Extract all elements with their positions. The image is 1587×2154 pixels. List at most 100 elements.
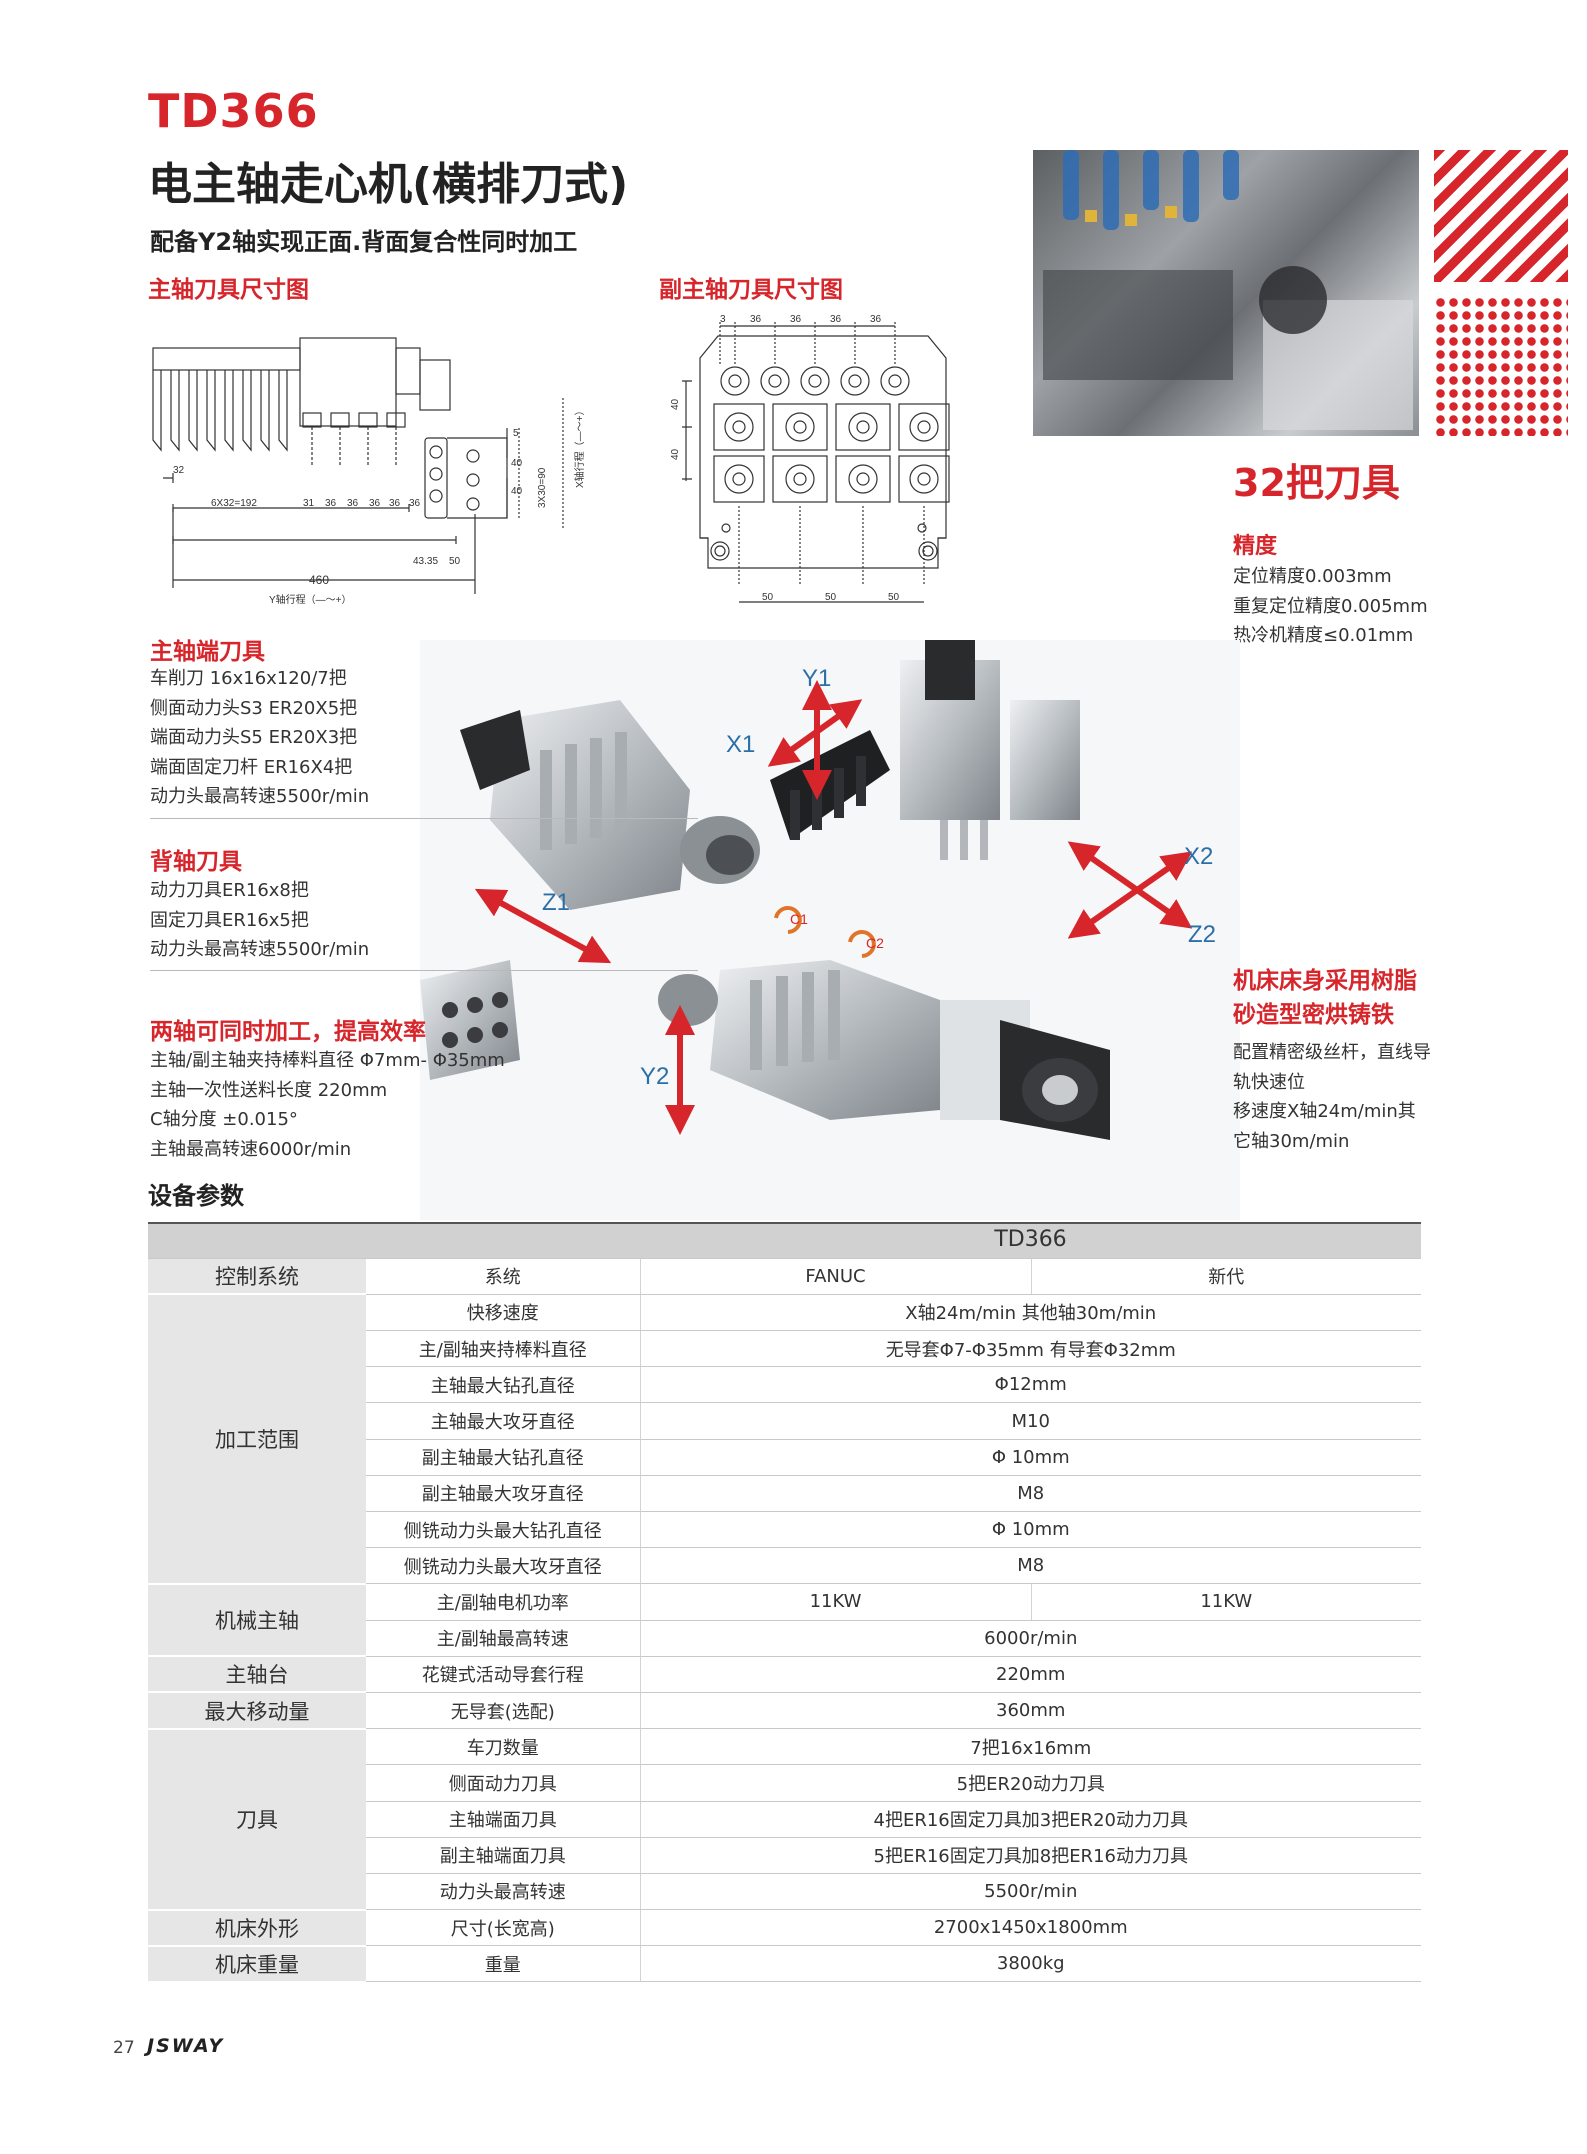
precision-item: 热冷机精度≤0.01mm [1233, 625, 1414, 646]
dim-40a: 40 [511, 458, 523, 469]
axis-c1-label: C1 [790, 911, 808, 927]
section-divider [150, 818, 698, 819]
table-row: 机械主轴 主/副轴电机功率 11KW 11KW [148, 1583, 1421, 1658]
table-row: 主/副轴夹持棒料直径 无导套Φ7-Φ35mm 有导套Φ32mm [148, 1330, 1421, 1368]
value-cell: 11KW [1031, 1583, 1421, 1621]
sub-spindle-unit [658, 960, 1110, 1140]
sub-dim-50b: 50 [825, 592, 837, 603]
sub-spindle-drawing-title: 副主轴刀具尺寸图 [659, 277, 843, 303]
param-cell: 无导套(选配) [366, 1692, 641, 1730]
param-cell: 副主轴端面刀具 [366, 1837, 641, 1874]
main-tool-item: 端面动力头S5 ER20X3把 [150, 727, 358, 748]
dim-192: 6X32=192 [211, 498, 257, 509]
category-cell: 加工范围 [148, 1294, 366, 1585]
back-tool-block [420, 960, 520, 1080]
dim-31: 31 [303, 498, 315, 509]
tool-count-heading: 32把刀具 [1233, 461, 1400, 505]
dim-32: 32 [173, 465, 185, 476]
category-cell: 机床外形 [148, 1909, 366, 1947]
main-tool-item: 车削刀 16x16x120/7把 [150, 668, 347, 689]
param-cell: 侧面动力刀具 [366, 1764, 641, 1802]
precision-item: 定位精度0.003mm [1233, 566, 1392, 587]
category-cell: 最大移动量 [148, 1692, 366, 1730]
sub-dim-3: 3 [720, 314, 726, 325]
dim-43-35: 43.35 [413, 556, 438, 567]
table-row: 副主轴端面刀具 5把ER16固定刀具加8把ER16动力刀具 [148, 1837, 1421, 1874]
page-number: 27 [113, 2038, 135, 2058]
bed-list: 配置精密级丝杆，直线导 轨快速位 移速度X轴24m/min其 它轴30m/min [1233, 1038, 1431, 1156]
bed-item: 配置精密级丝杆，直线导 [1233, 1042, 1431, 1063]
param-cell: 副主轴最大攻牙直径 [366, 1475, 641, 1513]
value-cell: 360mm [640, 1692, 1421, 1730]
main-spindle-unit [460, 700, 760, 910]
value-cell: 4把ER16固定刀具加3把ER20动力刀具 [640, 1801, 1421, 1838]
sub-dim-36c: 36 [830, 314, 842, 325]
value-cell: X轴24m/min 其他轴30m/min [640, 1294, 1421, 1332]
dual-axis-list: 主轴/副主轴夹持棒料直径 Φ7mm- Φ35mm 主轴一次性送料长度 220mm… [150, 1046, 505, 1164]
table-model-header: TD366 [640, 1222, 1421, 1259]
param-cell: 主/副轴电机功率 [366, 1583, 641, 1621]
main-tools-list: 车削刀 16x16x120/7把 侧面动力头S3 ER20X5把 端面动力头S5… [150, 664, 369, 812]
main-spindle-drawing-title: 主轴刀具尺寸图 [148, 277, 309, 303]
table-row: 最大移动量 无导套(选配) 360mm [148, 1692, 1421, 1730]
param-cell: 主轴端面刀具 [366, 1801, 641, 1838]
product-name: 电主轴走心机(横排刀式) [148, 159, 629, 210]
value-cell: 220mm [640, 1656, 1421, 1693]
back-tools-list: 动力刀具ER16x8把 固定刀具ER16x5把 动力头最高转速5500r/min [150, 876, 369, 965]
table-row: 侧铣动力头最大攻牙直径 M8 [148, 1547, 1421, 1585]
bed-item: 它轴30m/min [1233, 1130, 1350, 1152]
table-row: 动力头最高转速 5500r/min [148, 1873, 1421, 1911]
param-cell: 快移速度 [366, 1294, 641, 1332]
param-cell: 花键式活动导套行程 [366, 1656, 641, 1693]
back-tool-item: 动力刀具ER16x8把 [150, 880, 309, 901]
axis-z2-label: Z2 [1188, 921, 1216, 948]
main-tool-item: 侧面动力头S3 ER20X5把 [150, 697, 358, 719]
main-spindle-tool-drawing: 32 6X32=192 31 36 36 36 36 36 43.35 50 4… [152, 337, 586, 606]
dim-5: 5 [513, 428, 519, 439]
table-row: 主/副轴最高转速 6000r/min [148, 1620, 1421, 1657]
table-row: 控制系统 系统 FANUC 新代 [148, 1258, 1421, 1296]
sub-dim-50a: 50 [762, 592, 774, 603]
category-cell: 机械主轴 [148, 1583, 366, 1658]
value-cell: Φ 10mm [640, 1511, 1421, 1549]
param-cell: 侧铣动力头最大钻孔直径 [366, 1511, 641, 1549]
precision-list: 定位精度0.003mm 重复定位精度0.005mm 热冷机精度≤0.01mm [1233, 562, 1428, 651]
param-cell: 主轴最大钻孔直径 [366, 1366, 641, 1404]
value-cell: M8 [640, 1475, 1421, 1513]
value-cell: 2700x1450x1800mm [640, 1909, 1421, 1947]
brand-logo: JSWAY [147, 2035, 225, 2057]
section-divider [150, 970, 698, 971]
axis-c2-label: C2 [866, 935, 884, 951]
value-cell: 无导套Φ7-Φ35mm 有导套Φ32mm [640, 1330, 1421, 1368]
table-top-rule [148, 1222, 1421, 1224]
table-row: 主轴端面刀具 4把ER16固定刀具加3把ER20动力刀具 [148, 1801, 1421, 1838]
param-cell: 系统 [366, 1258, 641, 1295]
table-row: 机床外形 尺寸(长宽高) 2700x1450x1800mm [148, 1909, 1421, 1947]
table-row: 侧铣动力头最大钻孔直径 Φ 10mm [148, 1511, 1421, 1549]
axis-y1-label: Y1 [802, 665, 831, 692]
dim-50: 50 [449, 556, 461, 567]
category-cell: 刀具 [148, 1728, 366, 1911]
sub-dim-36b: 36 [790, 314, 802, 325]
model-number: TD366 [148, 84, 319, 138]
category-cell: 控制系统 [148, 1258, 366, 1296]
back-tools-title: 背轴刀具 [150, 849, 242, 875]
value-cell: Φ 10mm [640, 1439, 1421, 1476]
main-tool-item: 端面固定刀杆 ER16X4把 [150, 756, 353, 778]
x-travel-label: X轴行程（—～+） [573, 405, 586, 488]
axis-x2-label: X2 [1184, 843, 1213, 870]
param-cell: 主/副轴夹持棒料直径 [366, 1330, 641, 1368]
dim-460: 460 [309, 573, 329, 587]
table-row: 主轴最大钻孔直径 Φ12mm [148, 1366, 1421, 1404]
table-row: 副主轴最大钻孔直径 Φ 10mm [148, 1439, 1421, 1476]
back-tool-item: 动力头最高转速5500r/min [150, 939, 370, 960]
value-cell: 5把ER16固定刀具加8把ER16动力刀具 [640, 1837, 1421, 1874]
param-cell: 侧铣动力头最大攻牙直径 [366, 1547, 641, 1585]
dual-axis-item: C轴分度 ±0.015° [150, 1109, 298, 1130]
main-tools-title: 主轴端刀具 [150, 639, 265, 665]
sub-dim-36a: 36 [750, 314, 762, 325]
table-row: 侧面动力刀具 5把ER20动力刀具 [148, 1764, 1421, 1802]
axis-x1-label: X1 [726, 731, 755, 758]
table-row: 副主轴最大攻牙直径 M8 [148, 1475, 1421, 1513]
red-stripes-decoration [1434, 150, 1568, 282]
